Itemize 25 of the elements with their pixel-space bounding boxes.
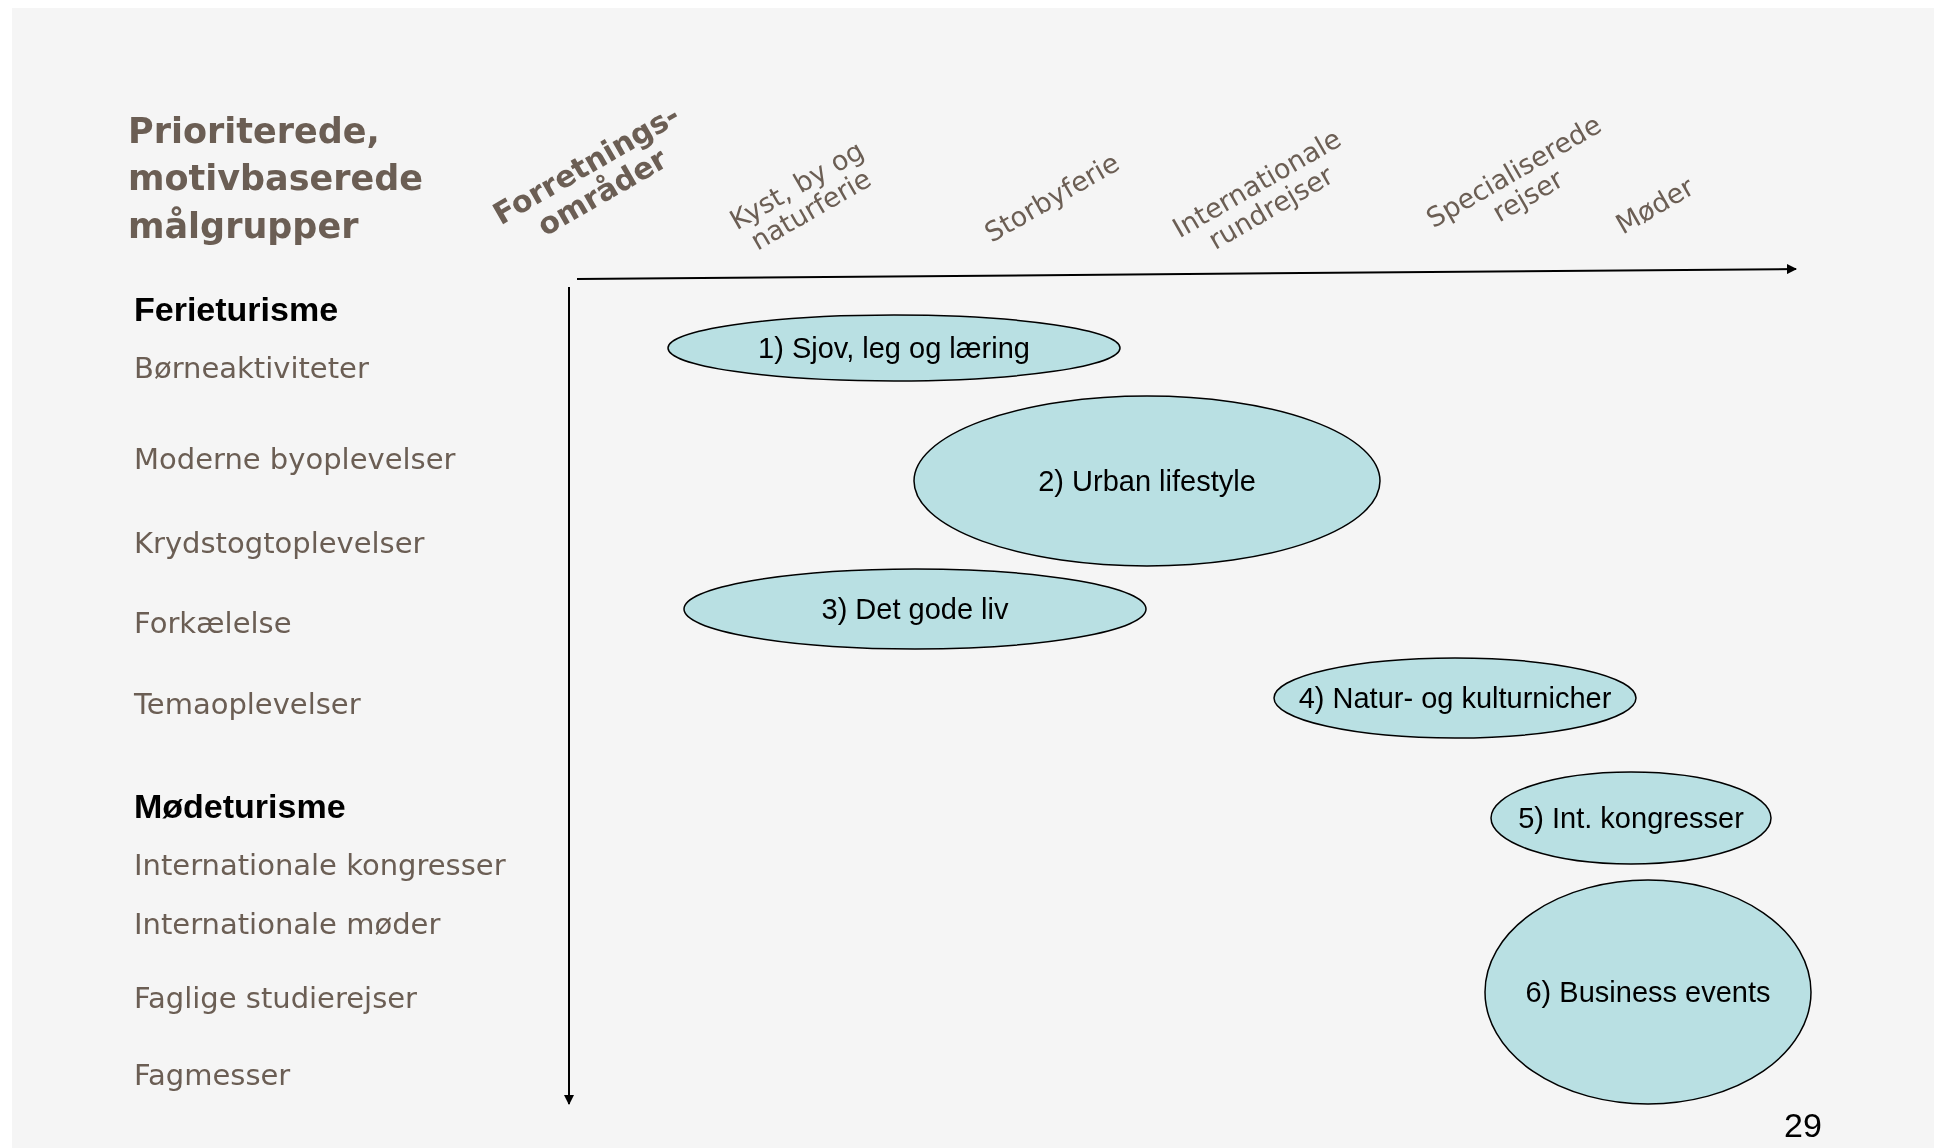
segment-ellipse	[1273, 657, 1637, 739]
row-label: Krydstogtoplevelser	[134, 526, 425, 560]
row-label: Temaoplevelser	[134, 687, 361, 721]
row-label: Moderne byoplevelser	[134, 442, 456, 476]
segment-label: 6) Business events	[1525, 975, 1771, 1009]
page-number: 29	[1784, 1106, 1822, 1145]
segment-ellipse	[667, 314, 1121, 382]
row-label: Forkælelse	[134, 606, 292, 640]
group-heading: Mødeturisme	[134, 787, 346, 826]
segment-ellipse	[1490, 771, 1772, 865]
row-label: Faglige studierejser	[134, 981, 417, 1015]
row-label: Internationale møder	[134, 907, 441, 941]
segment-label: 2) Urban lifestyle	[1038, 464, 1256, 498]
segment-ellipse	[683, 568, 1147, 650]
row-label: Internationale kongresser	[134, 848, 506, 882]
segment-label: 4) Natur- og kulturnicher	[1298, 681, 1612, 715]
segment-ellipse	[1484, 879, 1812, 1105]
row-label: Fagmesser	[134, 1058, 291, 1092]
segment-label: 1) Sjov, leg og læring	[758, 331, 1030, 365]
group-heading: Ferieturisme	[134, 290, 339, 329]
segment-label: 3) Det gode liv	[821, 592, 1009, 626]
row-label: Børneaktiviteter	[134, 351, 369, 385]
heading: Prioriterede, motivbaserede målgrupper	[128, 110, 425, 248]
segment-ellipse	[913, 395, 1381, 567]
segment-label: 5) Int. kongresser	[1518, 801, 1744, 835]
